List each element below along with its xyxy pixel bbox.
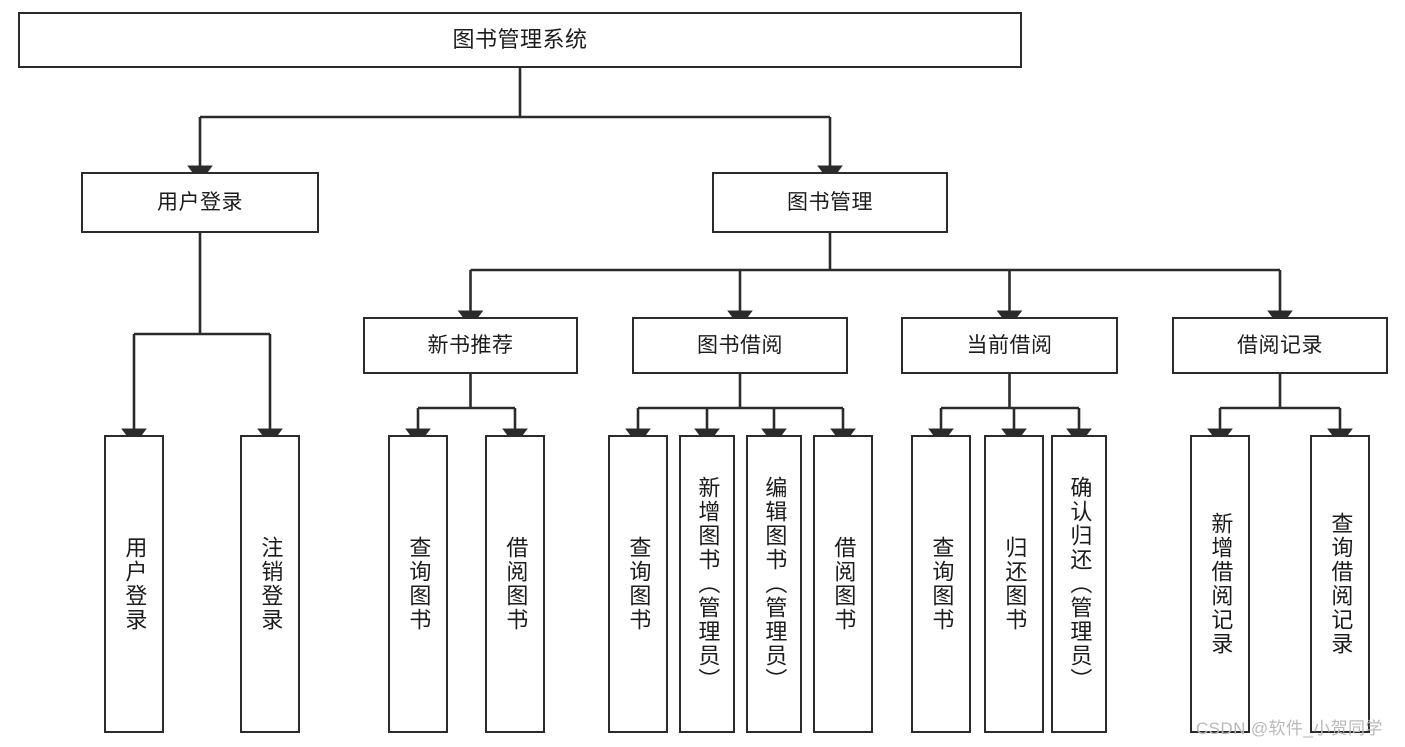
node-leaf-query-record[interactable]: 查询借阅记录 (1310, 435, 1370, 733)
node-leaf-query-book-2[interactable]: 查询图书 (608, 435, 668, 733)
node-label-leaf-user-login: 用户登录 (122, 536, 148, 632)
node-leaf-query-book-1[interactable]: 查询图书 (388, 435, 448, 733)
node-label-borrow-record: 借阅记录 (1237, 333, 1323, 357)
node-leaf-add-record[interactable]: 新增借阅记录 (1190, 435, 1250, 733)
node-label-leaf-borrow-book-1: 借阅图书 (503, 536, 529, 632)
node-label-leaf-confirm-return: 确认归还（管理员） (1067, 476, 1093, 692)
node-user-login[interactable]: 用户登录 (81, 172, 319, 233)
node-label-user-login: 用户登录 (157, 190, 243, 214)
node-label-book-manage: 图书管理 (787, 190, 873, 214)
node-label-leaf-return-book: 归还图书 (1002, 536, 1028, 632)
node-leaf-user-logout[interactable]: 注销登录 (240, 435, 300, 733)
node-book-borrow[interactable]: 图书借阅 (632, 317, 848, 374)
node-borrow-record[interactable]: 借阅记录 (1172, 317, 1388, 374)
node-label-leaf-query-book-2: 查询图书 (626, 536, 652, 632)
node-new-book-rec[interactable]: 新书推荐 (363, 317, 578, 374)
node-book-manage[interactable]: 图书管理 (712, 172, 948, 233)
node-label-leaf-user-logout: 注销登录 (258, 536, 284, 632)
node-leaf-query-book-3[interactable]: 查询图书 (911, 435, 971, 733)
node-label-leaf-query-book-1: 查询图书 (406, 536, 432, 632)
node-leaf-edit-book[interactable]: 编辑图书（管理员） (746, 435, 802, 733)
connector-lines (121, 68, 1353, 446)
node-label-book-borrow: 图书借阅 (697, 333, 783, 357)
node-label-leaf-add-record: 新增借阅记录 (1208, 512, 1234, 656)
node-current-borrow[interactable]: 当前借阅 (901, 317, 1118, 374)
node-label-new-book-rec: 新书推荐 (427, 333, 514, 357)
node-label-leaf-edit-book: 编辑图书（管理员） (762, 476, 788, 692)
node-label-root: 图书管理系统 (452, 26, 588, 52)
node-label-leaf-add-book: 新增图书（管理员） (695, 476, 721, 692)
node-leaf-confirm-return[interactable]: 确认归还（管理员） (1051, 435, 1107, 733)
node-leaf-borrow-book-2[interactable]: 借阅图书 (813, 435, 873, 733)
node-leaf-return-book[interactable]: 归还图书 (984, 435, 1044, 733)
node-leaf-add-book[interactable]: 新增图书（管理员） (679, 435, 735, 733)
node-label-current-borrow: 当前借阅 (966, 333, 1053, 357)
node-leaf-user-login[interactable]: 用户登录 (104, 435, 164, 733)
node-label-leaf-query-book-3: 查询图书 (929, 536, 955, 632)
node-root[interactable]: 图书管理系统 (18, 12, 1022, 68)
node-label-leaf-borrow-book-2: 借阅图书 (831, 536, 857, 632)
csdn-watermark: CSDN @软件_小贺同学 (1196, 719, 1383, 738)
node-label-leaf-query-record: 查询借阅记录 (1328, 512, 1354, 656)
node-leaf-borrow-book-1[interactable]: 借阅图书 (485, 435, 545, 733)
